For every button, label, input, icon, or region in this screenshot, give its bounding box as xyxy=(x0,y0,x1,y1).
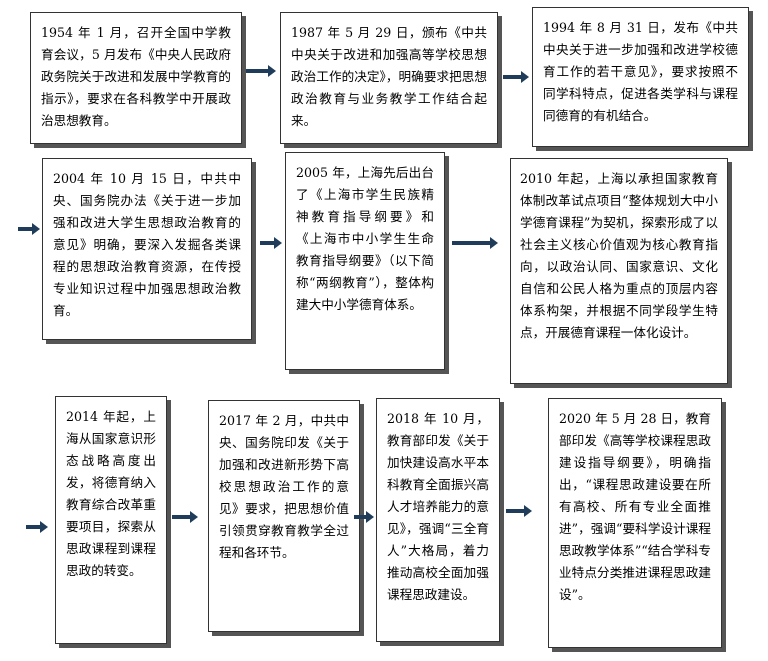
timeline-text: 2005 年，上海先后出台了《上海市学生民族精神教育指导纲要》和《上海市中小学生… xyxy=(296,165,434,312)
timeline-text: 1987 年 5 月 29 日，颁布《中共中央关于改进和加强高等学校思想政治工作… xyxy=(291,25,487,128)
timeline-box-2020: 2020 年 5 月 28 日，教育部印发《高等学校课程思政建设指导纲要》，明确… xyxy=(548,398,722,648)
arrow-icon xyxy=(260,237,282,249)
arrow-icon xyxy=(354,511,374,523)
timeline-text: 2020 年 5 月 28 日，教育部印发《高等学校课程思政建设指导纲要》，明确… xyxy=(559,411,711,602)
timeline-text: 2018 年 10 月，教育部印发《关于加快建设高水平本科教育全面振兴高人才培养… xyxy=(387,411,489,602)
timeline-box-2014: 2014 年起，上海从国家意识形态战略高度出发，将德育纳入教育综合改革重要项目，… xyxy=(55,396,167,644)
timeline-box-2017: 2017 年 2 月，中共中央、国务院印发《关于加强和改进新形势下高校思想政治工… xyxy=(208,400,360,632)
timeline-box-2018: 2018 年 10 月，教育部印发《关于加快建设高水平本科教育全面振兴高人才培养… xyxy=(376,398,500,642)
arrow-icon xyxy=(172,511,198,523)
timeline-box-2004: 2004 年 10 月 15 日，中共中央、国务院办法《关于进一步加强和改进大学… xyxy=(42,158,252,340)
arrow-icon xyxy=(18,223,40,235)
timeline-box-1994: 1994 年 8 月 31 日，发布《中共中央关于进一步加强和改进学校德育工作的… xyxy=(532,7,749,147)
timeline-text: 2010 年起，上海以承担国家教育体制改革试点项目“整体规划大中小学德育课程”为… xyxy=(520,171,718,340)
arrow-icon xyxy=(506,505,532,517)
timeline-box-2010: 2010 年起，上海以承担国家教育体制改革试点项目“整体规划大中小学德育课程”为… xyxy=(510,158,728,384)
timeline-text: 2017 年 2 月，中共中央、国务院印发《关于加强和改进新形势下高校思想政治工… xyxy=(219,413,349,560)
timeline-text: 2004 年 10 月 15 日，中共中央、国务院办法《关于进一步加强和改进大学… xyxy=(53,171,241,318)
arrow-icon xyxy=(26,521,48,533)
timeline-box-1987: 1987 年 5 月 29 日，颁布《中共中央关于改进和加强高等学校思想政治工作… xyxy=(280,12,498,144)
timeline-text: 1994 年 8 月 31 日，发布《中共中央关于进一步加强和改进学校德育工作的… xyxy=(543,20,738,123)
timeline-text: 2014 年起，上海从国家意识形态战略高度出发，将德育纳入教育综合改革重要项目，… xyxy=(66,409,156,578)
timeline-box-1954: 1954 年 1 月，召开全国中学教育会议，5 月发布《中央人民政府政务院关于改… xyxy=(30,12,242,144)
arrow-icon xyxy=(452,237,498,249)
timeline-box-2005: 2005 年，上海先后出台了《上海市学生民族精神教育指导纲要》和《上海市中小学生… xyxy=(285,152,445,370)
timeline-text: 1954 年 1 月，召开全国中学教育会议，5 月发布《中央人民政府政务院关于改… xyxy=(41,25,231,128)
arrow-icon xyxy=(246,65,276,77)
arrow-icon xyxy=(503,71,529,83)
